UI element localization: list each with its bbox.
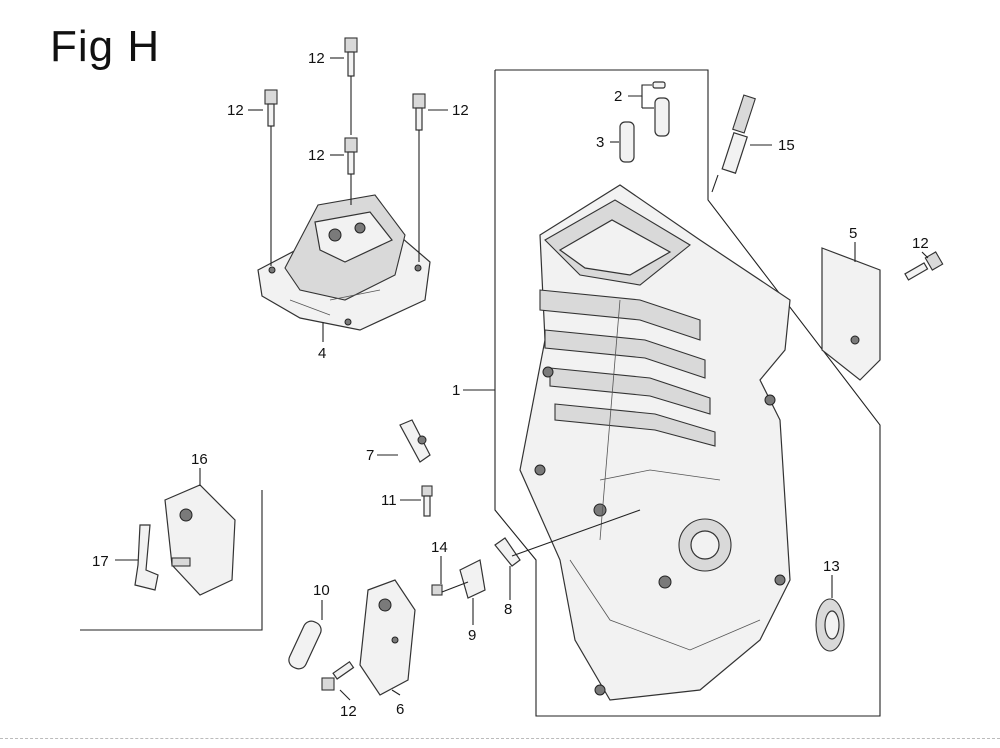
callout-label: 12: [452, 102, 469, 119]
callout-label: 9: [468, 627, 476, 644]
pin-8: [494, 509, 641, 567]
dowel-pin-3: [619, 121, 635, 163]
bolt-12-bottom: [321, 660, 355, 691]
callout-label: 1: [452, 382, 460, 399]
bolt-12-mid: [344, 137, 358, 205]
callout-label: 15: [778, 137, 795, 154]
callout-label: 8: [504, 601, 512, 618]
breather-cover: [359, 579, 416, 696]
leader-lines: [115, 57, 929, 701]
callout-label: 5: [849, 225, 857, 242]
callout-label: 14: [431, 539, 448, 556]
bolt-12-side: [904, 251, 944, 281]
stud-bolt-15: [711, 94, 756, 193]
callout-label: 12: [308, 50, 325, 67]
bolt-14: [431, 581, 469, 596]
bolt-12-top: [344, 37, 358, 135]
breather-group-bracket: [80, 490, 263, 631]
side-cover-plate: [821, 247, 881, 381]
callout-label: 7: [366, 447, 374, 464]
crankcase-group-bracket: [494, 69, 881, 717]
bottom-divider: [0, 738, 1000, 739]
breather-valve-plate: [164, 484, 236, 596]
callout-label: 13: [823, 558, 840, 575]
callout-label: 12: [912, 235, 929, 252]
dowel-pin-2: [652, 81, 670, 137]
callout-label: 17: [92, 553, 109, 570]
bracket-7: [399, 419, 431, 463]
head-cover: [257, 194, 431, 331]
breather-hose-17: [134, 524, 159, 591]
callout-label: 12: [308, 147, 325, 164]
callout-label: 12: [227, 102, 244, 119]
callout-label: 2: [614, 88, 622, 105]
callout-label: 3: [596, 134, 604, 151]
plate-9: [459, 559, 486, 599]
oil-seal: [815, 598, 845, 652]
crankcase: [519, 184, 791, 701]
bolt-12-right: [412, 93, 426, 262]
bolt-12-left: [264, 89, 278, 266]
figure-title: Fig H: [50, 22, 161, 71]
callout-label: 11: [381, 492, 397, 509]
callout-label: 4: [318, 345, 326, 362]
callout-label: 10: [313, 582, 330, 599]
callout-label: 16: [191, 451, 208, 468]
callout-label: 6: [396, 701, 404, 718]
bolt-11: [421, 485, 433, 517]
breather-tube: [288, 620, 322, 670]
callout-label: 12: [340, 703, 357, 720]
